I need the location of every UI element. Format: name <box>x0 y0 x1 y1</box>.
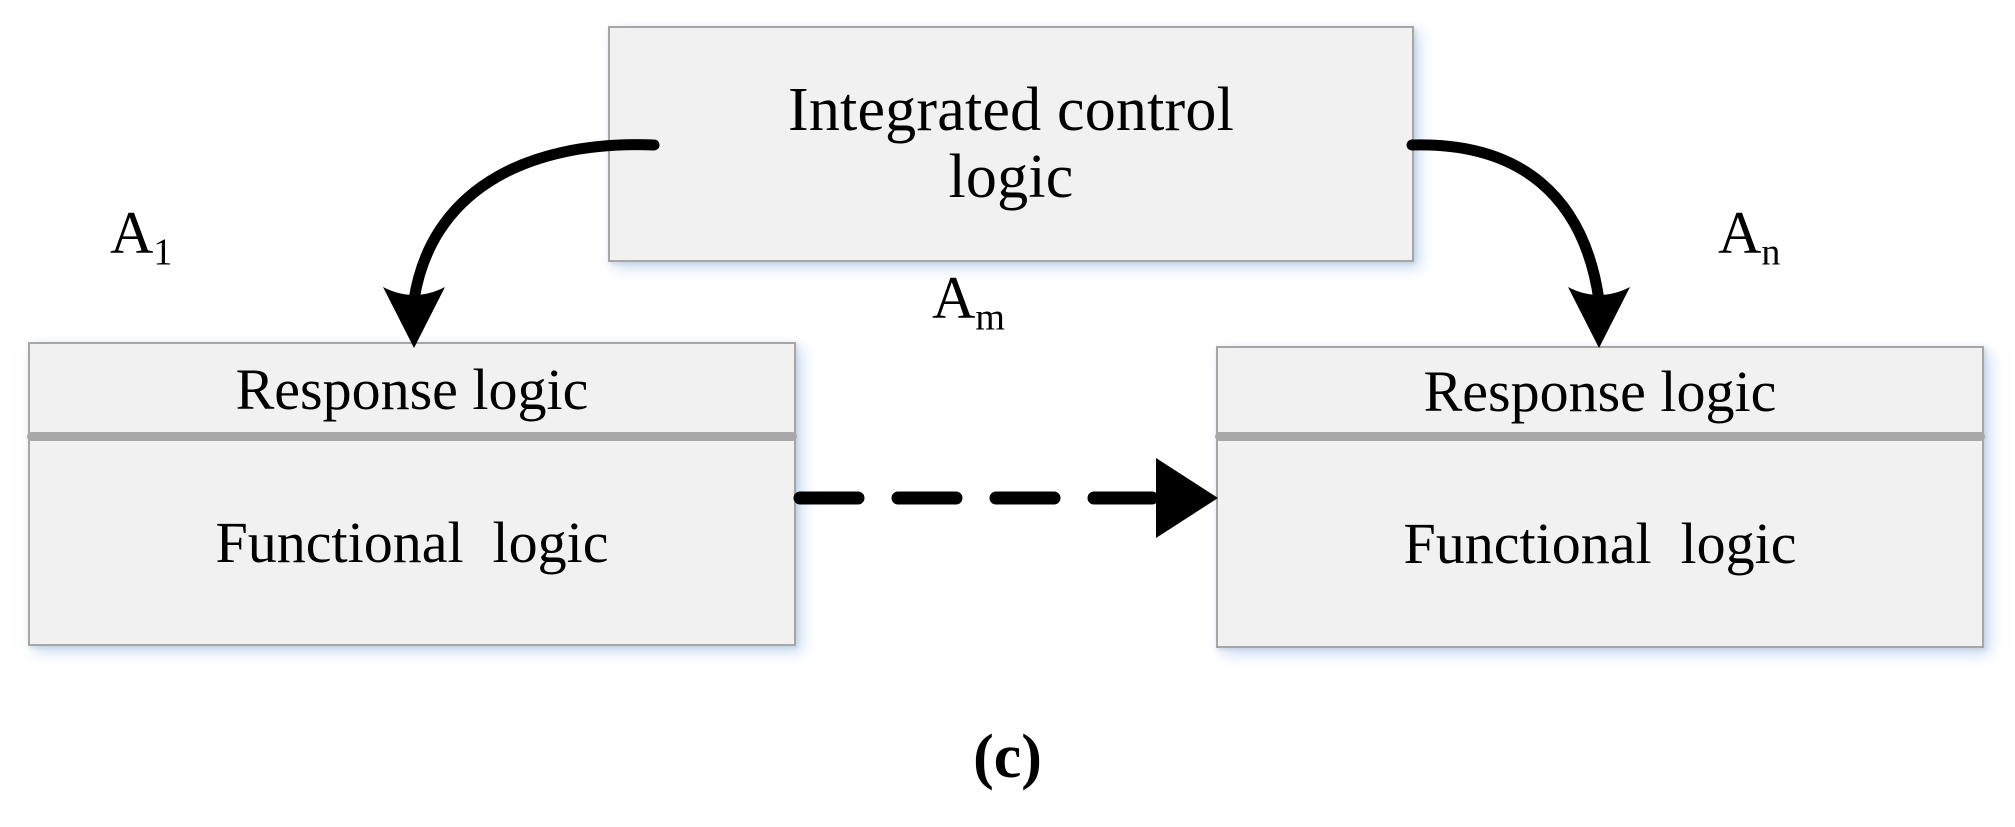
figure-caption-text: (c) <box>973 723 1042 791</box>
module-left-separator <box>27 432 797 441</box>
module-right-response-label: Response logic <box>1423 358 1777 424</box>
annotation-a1: A1 <box>110 203 172 271</box>
module-right-box: Response logic Functional logic <box>1215 346 1985 648</box>
module-right-functional-label: Functional logic <box>1403 511 1797 576</box>
module-left-functional-cell: Functional logic <box>30 441 794 644</box>
annotation-a1-sub: 1 <box>153 231 173 274</box>
annotation-an-sub: n <box>1761 231 1781 274</box>
integrated-control-line2: logic <box>948 143 1074 211</box>
module-right-separator <box>1215 432 1985 441</box>
a1-to-an-arrow-head <box>1156 458 1218 538</box>
module-left-response-label: Response logic <box>235 356 589 422</box>
control-to-an-arrow-shaft <box>1406 139 1605 306</box>
annotation-a1-base: A <box>110 200 154 266</box>
module-left-box: Response logic Functional logic <box>27 342 797 646</box>
integrated-control-logic-box: Integrated control logic <box>608 26 1414 262</box>
module-left-response-cell: Response logic <box>30 344 794 434</box>
annotation-am-base: A <box>932 265 976 331</box>
module-right-response-cell: Response logic <box>1218 348 1982 434</box>
module-right-functional-cell: Functional logic <box>1218 441 1982 646</box>
annotation-an: An <box>1718 203 1780 271</box>
annotation-am: Am <box>932 268 1005 336</box>
control-to-an-arrow-head <box>1568 287 1630 348</box>
annotation-an-base: A <box>1718 200 1762 266</box>
annotation-am-sub: m <box>975 296 1005 339</box>
module-left-functional-label: Functional logic <box>215 510 609 575</box>
integrated-control-line1: Integrated control <box>787 76 1235 145</box>
figure-caption: (c) <box>0 722 2015 793</box>
integrated-control-logic-label: Integrated control logic <box>778 77 1244 211</box>
control-to-a1-arrow-head <box>383 287 445 348</box>
